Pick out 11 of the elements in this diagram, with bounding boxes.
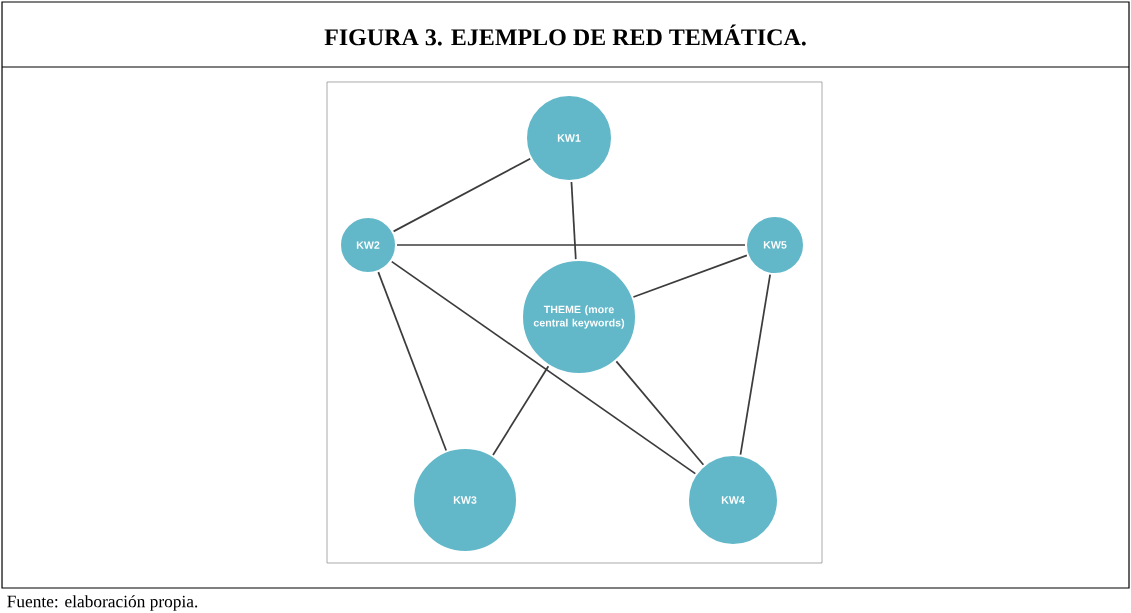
title: FIGURA 3. EJEMPLO DE RED TEMÁTICA. [324, 24, 806, 46]
connection-line [392, 157, 532, 233]
connection-line [377, 271, 448, 452]
connection-line [739, 273, 771, 456]
connection-line [570, 181, 577, 260]
connection-line [632, 254, 748, 298]
connection-line [390, 260, 697, 475]
connection-line [396, 244, 746, 246]
connection-line [492, 365, 550, 456]
caption: Fuente: elaboración propia. [7, 595, 198, 611]
connection-line [615, 360, 705, 466]
